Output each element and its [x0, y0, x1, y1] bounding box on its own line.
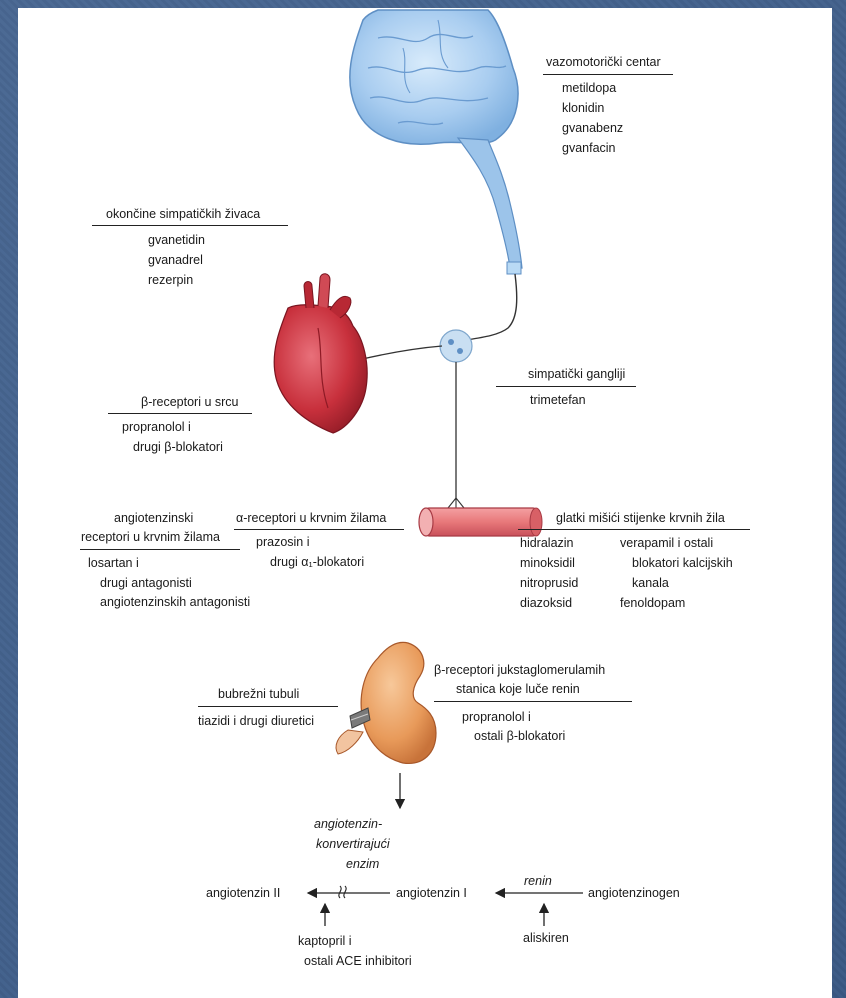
smooth-muscle-drug: nitroprusid: [520, 573, 578, 593]
vasomotor-drug: gvanfacin: [562, 138, 616, 158]
kidney-illustration: [336, 642, 436, 763]
vasomotor-drug: metildopa: [562, 78, 616, 98]
juxtaglomerular-line: ostali β-blokatori: [474, 726, 565, 746]
smooth-muscle-drug: kanala: [632, 573, 669, 593]
angiotensin-receptors-line: drugi antagonisti: [100, 573, 192, 593]
smooth-muscle-drug: verapamil i ostali: [620, 533, 713, 553]
nerve-endings-heading: okončine simpatičkih živaca: [106, 204, 260, 224]
beta-heart-line: drugi β-blokatori: [133, 437, 223, 457]
juxtaglomerular-heading: stanica koje luče renin: [456, 679, 580, 699]
tubules-heading: bubrežni tubuli: [218, 684, 299, 704]
vasomotor-drug: gvanabenz: [562, 118, 623, 138]
angiotensin-ii-label: angiotenzin II: [206, 883, 280, 903]
smooth-muscle-drug: diazoksid: [520, 593, 572, 613]
beta-heart-line: propranolol i: [122, 417, 191, 437]
juxtaglomerular-heading: β-receptori jukstaglomerulamih: [434, 660, 605, 680]
smooth-muscle-drug: minoksidil: [520, 553, 575, 573]
blood-vessel-illustration: [419, 508, 542, 536]
alpha-receptors-line: drugi α₁-blokatori: [270, 552, 364, 572]
ace-enzyme-label: enzim: [346, 854, 379, 874]
ganglia-rule: [496, 386, 636, 387]
ace-enzyme-label: konvertirajući: [316, 834, 390, 854]
ganglia-drug: trimetefan: [530, 390, 586, 410]
sympathetic-ganglion: [440, 330, 472, 362]
beta-heart-rule: [108, 413, 252, 414]
angiotensin-receptors-heading: receptori u krvnim žilama: [81, 527, 220, 547]
renin-label: renin: [524, 871, 552, 891]
smooth-muscle-drug: blokatori kalcijskih: [632, 553, 733, 573]
brain-illustration: [350, 10, 522, 274]
juxtaglomerular-line: propranolol i: [462, 707, 531, 727]
tubules-line: tiazidi i drugi diuretici: [198, 711, 314, 731]
heart-illustration: [274, 274, 367, 433]
angiotensin-receptors-heading: angiotenzinski: [114, 508, 193, 528]
ganglia-heading: simpatički gangliji: [528, 364, 625, 384]
smooth-muscle-heading: glatki mišići stijenke krvnih žila: [556, 508, 725, 528]
aliskiren-label: aliskiren: [523, 928, 569, 948]
smooth-muscle-drug: fenoldopam: [620, 593, 685, 613]
ace-inhibitor-label: kaptopril i: [298, 931, 352, 951]
angiotensin-receptors-line: angiotenzinskih antagonisti: [100, 592, 250, 612]
angiotensin-i-label: angiotenzin I: [396, 883, 467, 903]
alpha-receptors-line: prazosin i: [256, 532, 310, 552]
smooth-muscle-drug: hidralazin: [520, 533, 574, 553]
ace-enzyme-label: angiotenzin-: [314, 814, 382, 834]
ace-inhibitor-label: ostali ACE inhibitori: [304, 951, 412, 971]
illustration: [18, 8, 832, 998]
alpha-receptors-heading: α-receptori u krvnim žilama: [236, 508, 386, 528]
angiotensin-receptors-rule: [80, 549, 240, 550]
alpha-receptors-rule: [234, 529, 404, 530]
nerve-endings-drug: rezerpin: [148, 270, 193, 290]
nerve-endings-rule: [92, 225, 288, 226]
nerve-endings-drug: gvanadrel: [148, 250, 203, 270]
smooth-muscle-rule: [518, 529, 750, 530]
tubules-rule: [198, 706, 338, 707]
vasomotor-drug: klonidin: [562, 98, 604, 118]
angiotensin-receptors-line: losartan i: [88, 553, 139, 573]
vasomotor-rule: [543, 74, 673, 75]
nerve-endings-drug: gvanetidin: [148, 230, 205, 250]
juxtaglomerular-rule: [434, 701, 632, 702]
beta-heart-heading: β-receptori u srcu: [141, 392, 239, 412]
diagram-canvas: vazomotorički centar metildopa klonidin …: [18, 8, 832, 998]
angiotensinogen-label: angiotenzinogen: [588, 883, 680, 903]
vasomotor-heading: vazomotorički centar: [546, 52, 661, 72]
